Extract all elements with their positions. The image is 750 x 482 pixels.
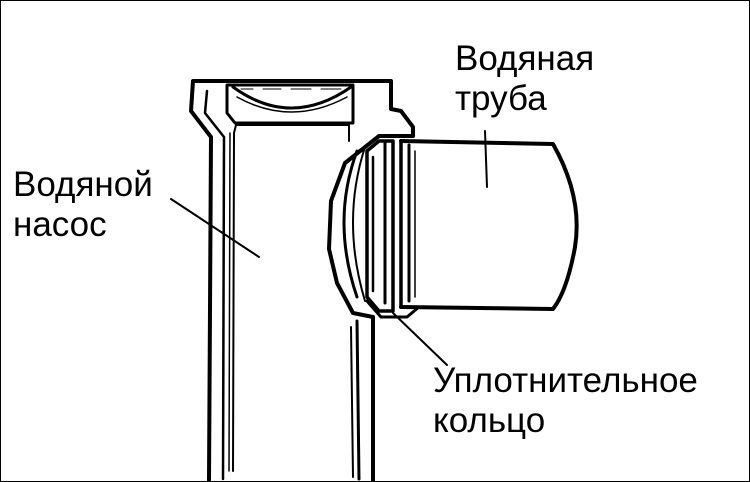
pump-right-wall — [355, 319, 361, 481]
inlet-boss — [342, 149, 359, 299]
water-pipe-outline — [399, 139, 579, 311]
pump-body-outline — [189, 79, 415, 481]
leader-water-pump — [170, 198, 260, 258]
water-pipe-flange — [383, 141, 411, 305]
label-water-pipe-line1: Водяная — [455, 39, 595, 78]
inlet-boss-inner — [352, 146, 366, 302]
pump-wall-shade — [228, 132, 231, 472]
top-cap-outer — [225, 83, 355, 125]
leader-seal-ring — [392, 312, 448, 366]
label-water-pump-line2: насос — [13, 205, 107, 244]
label-water-pump: Водяной насос — [13, 165, 153, 245]
label-seal-ring-line2: кольцо — [433, 401, 546, 440]
pump-inner-wall — [203, 89, 226, 481]
label-water-pipe-line2: труба — [455, 79, 547, 118]
seal-ring-bottom — [365, 299, 421, 319]
top-cap-curve — [231, 85, 353, 110]
pump-cavity — [232, 124, 350, 472]
top-cap-curve-inner — [236, 96, 348, 113]
label-seal-ring-line1: Уплотнительное — [433, 361, 698, 400]
label-seal-ring: Уплотнительное кольцо — [433, 361, 698, 441]
label-water-pipe: Водяная труба — [455, 39, 594, 119]
leader-water-pipe — [484, 130, 488, 188]
pump-right-inner — [350, 326, 354, 478]
label-water-pump-line1: Водяной — [13, 165, 153, 204]
seal-ring-outer — [365, 139, 395, 313]
